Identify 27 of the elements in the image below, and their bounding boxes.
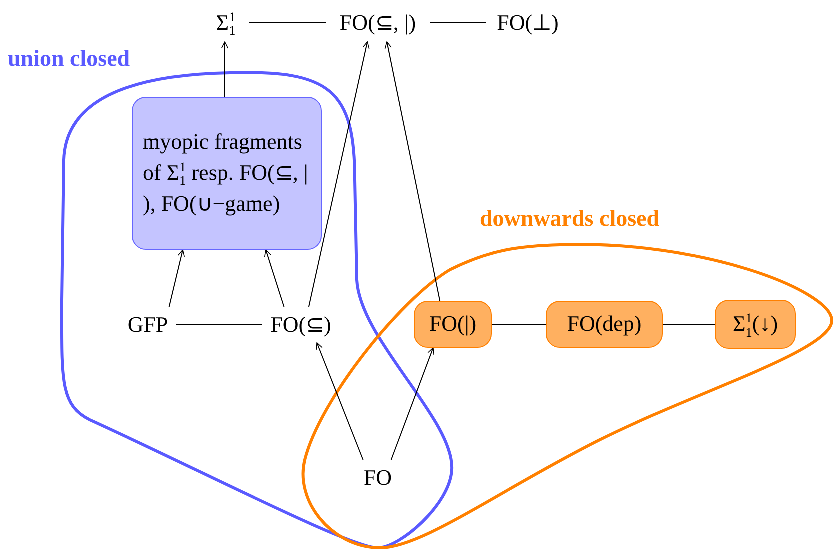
connector-line	[662, 324, 716, 325]
arrow	[384, 42, 441, 302]
node-text: Σ$^{1}$$_{1}$(↓)	[732, 312, 778, 337]
node-text: FO(dep)	[567, 312, 642, 337]
formula-label: FO(⊆)	[270, 312, 332, 338]
arrow	[221, 42, 229, 98]
connector-line	[430, 22, 486, 24]
formula-label: FO(⊆, |)	[340, 10, 416, 36]
rounded-box	[132, 97, 322, 250]
rounded-box	[546, 301, 663, 348]
arrow	[316, 342, 364, 460]
formula-label: GFP	[128, 312, 168, 338]
arrow	[390, 348, 435, 460]
node-text: myopic fragments of Σ$^{1}$$_{1}$ resp. FO(⊆, | ), FO(∪−game)	[143, 128, 310, 218]
rounded-box	[414, 301, 492, 348]
node-text: FO(|)	[429, 312, 477, 337]
rounded-box	[715, 300, 796, 349]
connector-line	[492, 324, 546, 325]
formula-label: FO	[364, 466, 392, 490]
region-label: union closed	[8, 46, 130, 72]
region-label: downwards closed	[480, 206, 660, 232]
connector-line	[248, 22, 326, 24]
formula-label: FO(⊥)	[497, 10, 559, 36]
connector-line	[176, 324, 262, 326]
arrow	[264, 250, 285, 308]
arrow	[308, 42, 370, 308]
arrow	[168, 250, 186, 308]
